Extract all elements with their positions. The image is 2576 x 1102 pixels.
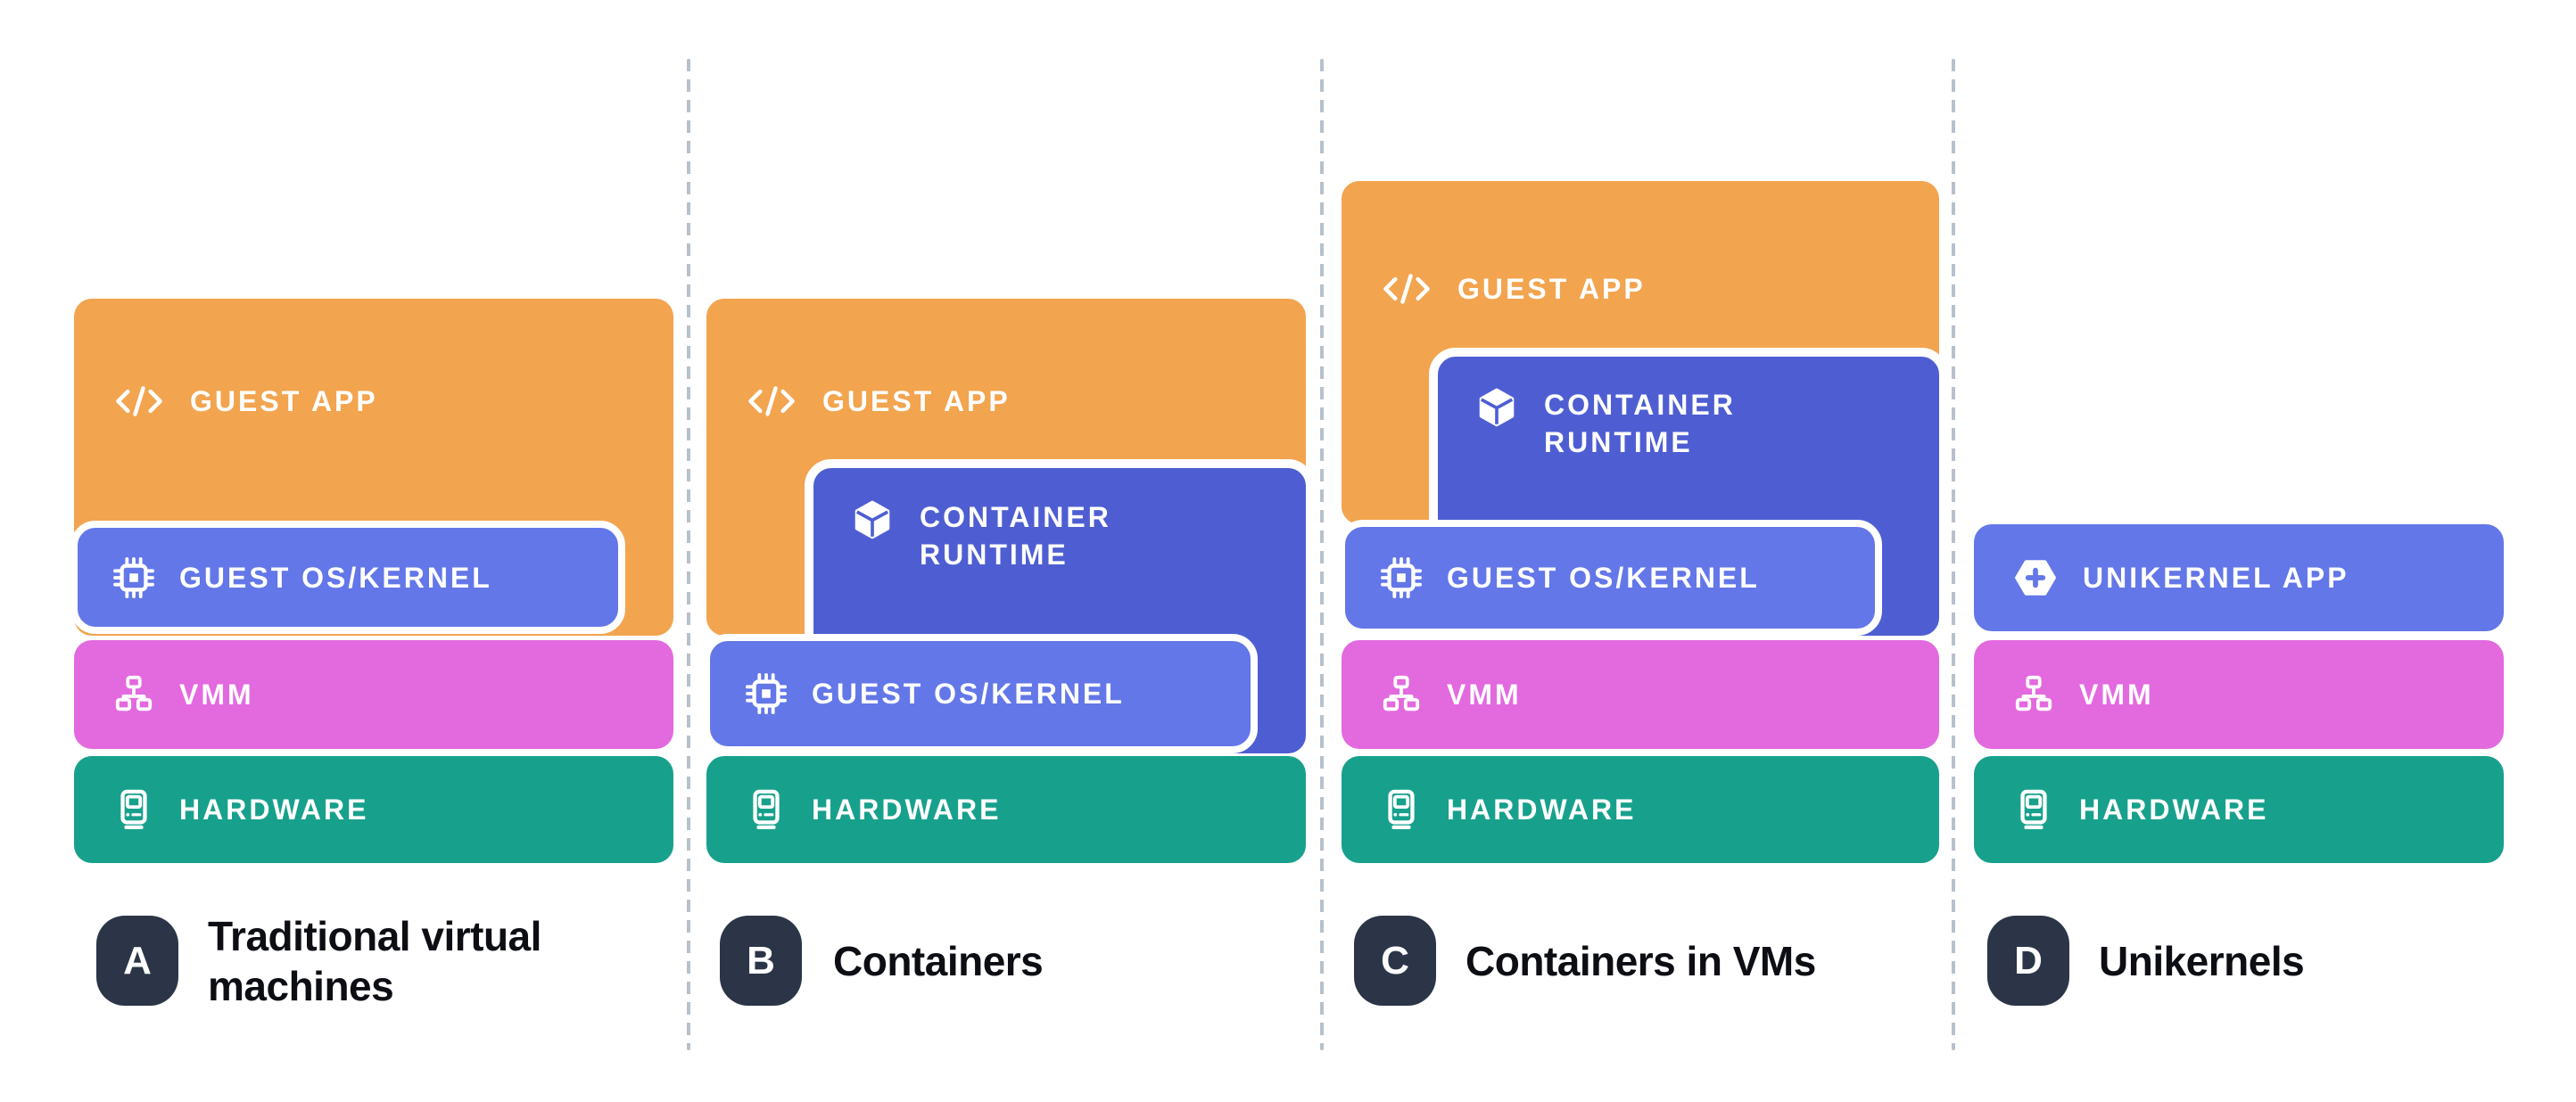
badge-letter: D xyxy=(2014,938,2043,983)
hardware-box: HARDWARE xyxy=(706,756,1306,863)
column-divider xyxy=(687,59,690,1050)
layer-label: CONTAINER RUNTIME xyxy=(920,501,1111,571)
column-caption: Traditional virtual machines xyxy=(208,913,541,1009)
column-caption: Unikernels xyxy=(2099,916,2305,1006)
badge-letter: A xyxy=(123,938,152,983)
computer-icon xyxy=(753,789,780,830)
caption-line: machines xyxy=(208,962,394,1009)
layer-label: VMM xyxy=(179,678,254,711)
caption-line: Traditional virtual xyxy=(208,912,541,959)
column-caption: Containers xyxy=(833,916,1044,1006)
layer-label: UNIKERNEL APP xyxy=(2083,562,2349,594)
vmm-box: VMM xyxy=(1342,640,1939,749)
layer-label: HARDWARE xyxy=(812,794,1002,826)
column-divider xyxy=(1952,59,1955,1050)
computer-icon xyxy=(120,789,147,830)
layer-label: HARDWARE xyxy=(2079,794,2269,826)
badge-letter: C xyxy=(1381,938,1409,983)
computer-icon xyxy=(1388,789,1415,830)
sitemap-icon xyxy=(1383,675,1420,711)
chip-icon xyxy=(112,556,154,598)
hardware-box: HARDWARE xyxy=(1342,756,1939,863)
layer-label: VMM xyxy=(1447,678,1522,711)
column-badge: D xyxy=(1987,916,2069,1006)
layer-label: GUEST APP xyxy=(822,385,1011,417)
layer-label: GUEST APP xyxy=(1457,273,1646,305)
hexagon-plus-icon xyxy=(2015,560,2056,596)
layer-label: VMM xyxy=(2079,678,2154,711)
code-icon xyxy=(748,386,795,416)
column-divider xyxy=(1320,59,1324,1050)
layer-label: GUEST OS/KERNEL xyxy=(812,678,1125,710)
hardware-box: HARDWARE xyxy=(74,756,673,863)
guest-os-box: GUEST OS/KERNEL xyxy=(70,521,625,634)
chip-icon xyxy=(746,673,787,714)
layer-label: GUEST APP xyxy=(190,385,378,417)
layer-label: HARDWARE xyxy=(1447,794,1637,826)
vmm-box: VMM xyxy=(1974,640,2504,749)
code-icon xyxy=(116,386,162,416)
cube-icon xyxy=(855,500,890,539)
hardware-box: HARDWARE xyxy=(1974,756,2504,863)
cube-icon xyxy=(1479,388,1515,427)
column-badge: B xyxy=(720,916,802,1006)
layer-label: GUEST OS/KERNEL xyxy=(179,561,492,594)
layer-label: HARDWARE xyxy=(179,794,369,826)
badge-letter: B xyxy=(747,938,775,983)
chip-icon xyxy=(1381,557,1422,598)
sitemap-icon xyxy=(115,675,153,711)
column-badge: A xyxy=(96,916,178,1006)
guest-os-box: GUEST OS/KERNEL xyxy=(1338,520,1882,636)
column-caption: Containers in VMs xyxy=(1466,916,1816,1006)
vmm-box: VMM xyxy=(74,640,673,749)
unikernel-app-box: UNIKERNEL APP xyxy=(1974,524,2504,631)
layer-label: CONTAINER RUNTIME xyxy=(1544,389,1736,458)
caption-line: Containers xyxy=(833,937,1044,984)
layer-label: GUEST OS/KERNEL xyxy=(1447,562,1760,594)
guest-os-box: GUEST OS/KERNEL xyxy=(703,634,1258,753)
column-badge: C xyxy=(1354,916,1436,1006)
sitemap-icon xyxy=(2015,675,2052,711)
caption-line: Unikernels xyxy=(2099,937,2305,984)
code-icon xyxy=(1383,274,1430,304)
computer-icon xyxy=(2020,789,2047,830)
caption-line: Containers in VMs xyxy=(1466,937,1816,984)
